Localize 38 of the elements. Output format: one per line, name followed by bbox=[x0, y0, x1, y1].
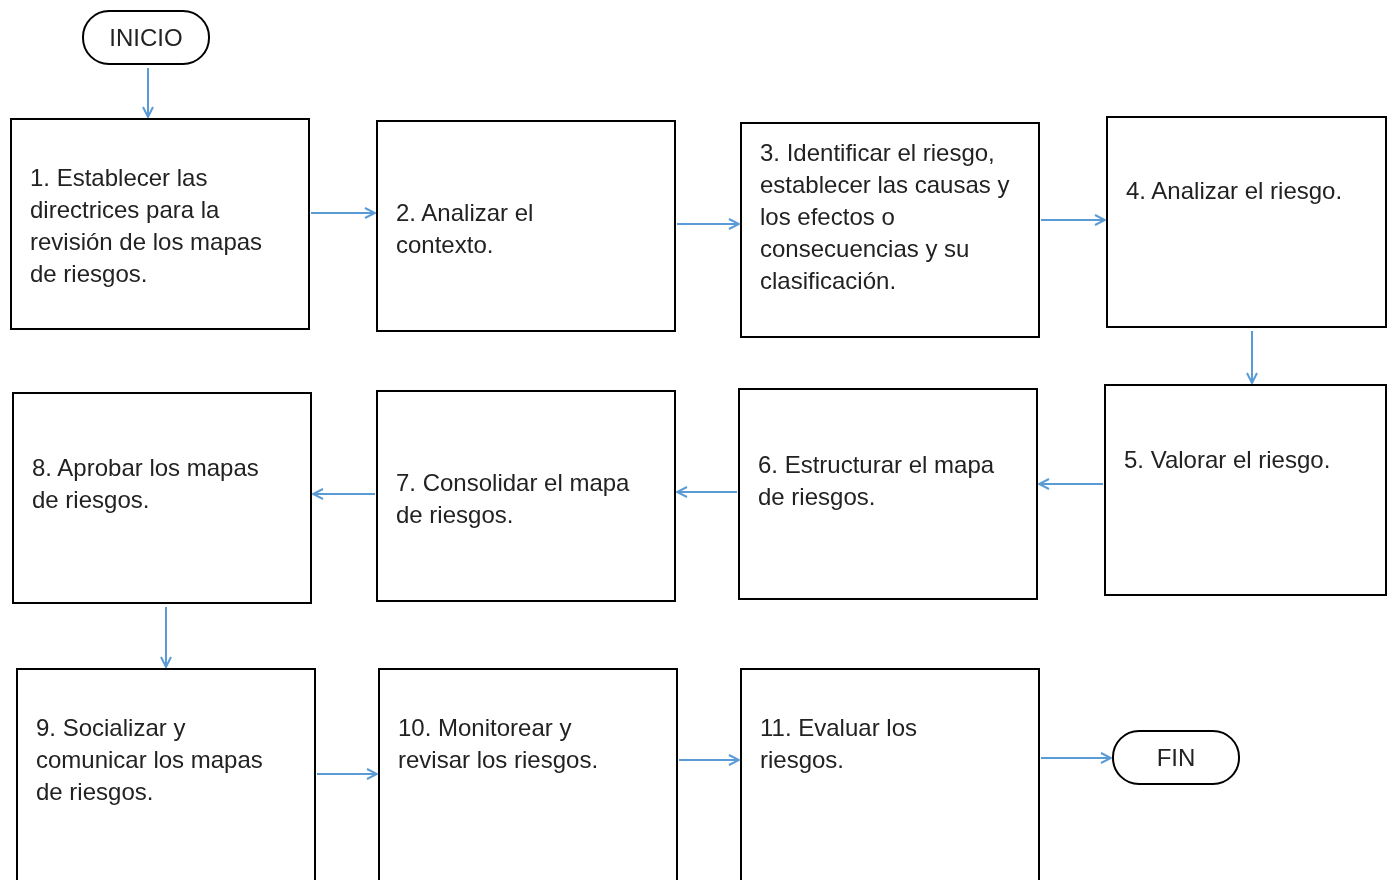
process-box bbox=[16, 668, 316, 880]
arrow bbox=[316, 768, 378, 780]
arrow bbox=[1246, 330, 1258, 384]
process-box bbox=[376, 390, 676, 602]
step-text: 4. Analizar el riesgo. bbox=[1126, 176, 1344, 206]
process-box bbox=[10, 118, 310, 330]
process-box bbox=[1106, 116, 1387, 328]
step-text: 3. Identificar el riesgo, establecer las causas y los efectos o consecuencias y su clasificación. bbox=[760, 138, 1011, 296]
terminal-label: INICIO bbox=[109, 22, 183, 53]
step-text: 9. Socializar y comunicar los mapas de riesgos. bbox=[36, 713, 264, 807]
terminal-label: FIN bbox=[1156, 742, 1196, 773]
arrow bbox=[1040, 214, 1106, 226]
step-text: 11. Evaluar los riesgos. bbox=[760, 713, 918, 775]
step-text: 10. Monitorear y revisar los riesgos. bbox=[398, 713, 600, 775]
step-text: 5. Valorar el riesgo. bbox=[1124, 445, 1332, 475]
arrow bbox=[142, 67, 154, 118]
process-box bbox=[376, 120, 676, 332]
process-box bbox=[740, 122, 1040, 338]
arrow bbox=[1038, 478, 1104, 490]
arrow bbox=[310, 207, 376, 219]
step-text: 1. Establecer las directrices para la revisión de los mapas de riesgos. bbox=[30, 163, 264, 289]
process-box bbox=[740, 668, 1040, 880]
step-text: 8. Aprobar los mapas de riesgos. bbox=[32, 453, 260, 515]
process-box bbox=[12, 392, 312, 604]
arrow bbox=[1040, 752, 1112, 764]
process-box bbox=[378, 668, 678, 880]
arrow bbox=[678, 754, 740, 766]
arrow bbox=[160, 606, 172, 668]
step-text: 6. Estructurar el mapa de riesgos. bbox=[758, 450, 996, 512]
terminal-pill bbox=[1112, 730, 1240, 785]
process-box bbox=[1104, 384, 1387, 596]
step-text: 7. Consolidar el mapa de riesgos. bbox=[396, 468, 631, 530]
step-text: 2. Analizar el contexto. bbox=[396, 198, 535, 260]
arrow bbox=[312, 488, 376, 500]
process-box bbox=[738, 388, 1038, 600]
arrow bbox=[676, 218, 740, 230]
terminal-pill bbox=[82, 10, 210, 65]
arrow bbox=[676, 486, 738, 498]
